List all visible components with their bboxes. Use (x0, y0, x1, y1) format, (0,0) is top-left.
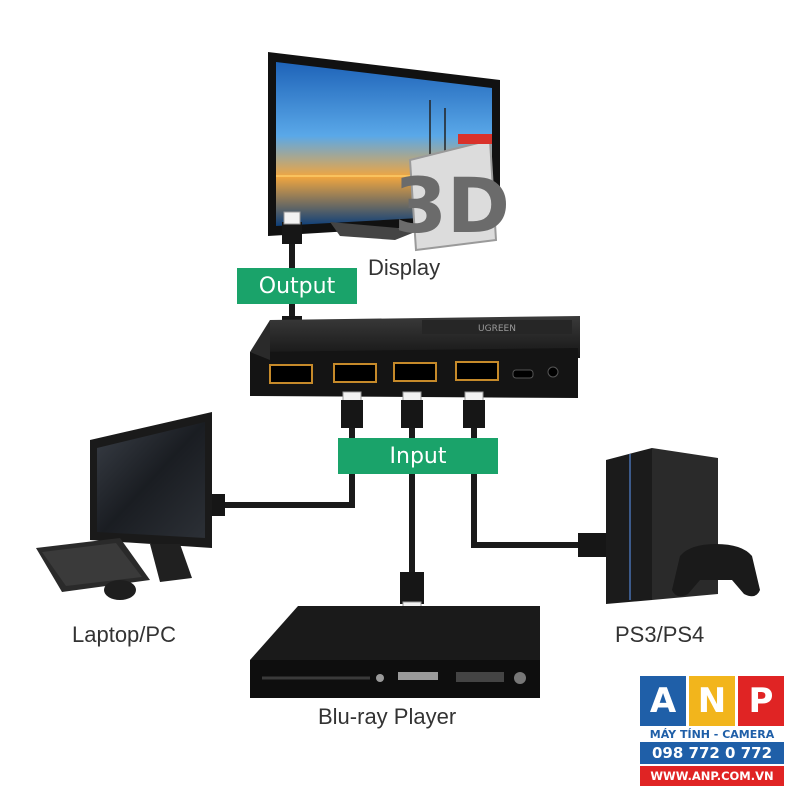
hdmi-plug (341, 400, 363, 428)
logo-letter-p: P (738, 676, 784, 726)
hdmi-port (455, 361, 499, 381)
bluray-label: Blu-ray Player (318, 704, 457, 729)
3d-text: 3D (394, 161, 510, 250)
ps-console (606, 448, 760, 604)
controller-icon (672, 544, 760, 597)
hdmi-port (333, 363, 377, 383)
hdmi-plug (463, 400, 485, 428)
logo-website: WWW.ANP.COM.VN (640, 766, 784, 786)
usb-port (512, 369, 534, 379)
logo-letter-n: N (689, 676, 735, 726)
hdmi-port (269, 364, 313, 384)
ps-label: PS3/PS4 (615, 622, 705, 647)
3d-badge: 3D (394, 134, 510, 252)
output-tag: Output (237, 268, 357, 304)
hdmi-plug (400, 572, 424, 604)
mouse-icon (104, 580, 136, 600)
input-tag: Input (338, 438, 498, 474)
anp-logo: A N P MÁY TÍNH - CAMERA 098 772 0 772 WW… (640, 676, 784, 788)
logo-phone: 098 772 0 772 (640, 742, 784, 764)
hdmi-plug (578, 533, 608, 557)
hdmi-plug (282, 222, 302, 244)
hdmi-port (393, 362, 437, 382)
bluray-player (250, 606, 540, 698)
brand-text: UGREEN (478, 324, 516, 334)
logo-tagline: MÁY TÍNH - CAMERA (649, 728, 775, 741)
monitor-pc (36, 412, 212, 600)
display-label: Display (368, 255, 441, 280)
logo-letter-a: A (640, 676, 686, 726)
power-port (547, 366, 559, 378)
hdmi-plug (401, 400, 423, 428)
hdmi-switch-box: UGREEN (250, 316, 580, 398)
laptop-label: Laptop/PC (72, 622, 176, 647)
